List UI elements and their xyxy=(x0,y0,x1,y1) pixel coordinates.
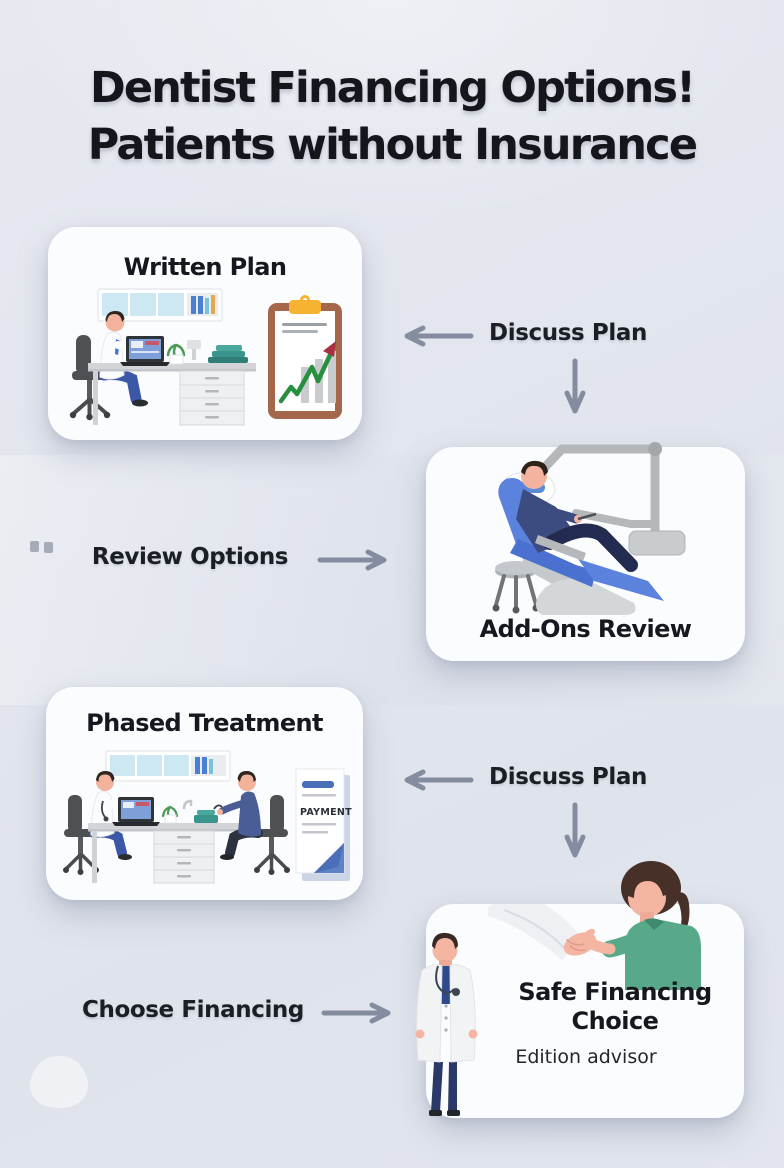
card-add-ons-review-title: Add-Ons Review xyxy=(479,615,692,643)
arrow-right-icon xyxy=(314,549,394,571)
payment-document-icon: PAYMENT xyxy=(295,768,352,881)
arrow-down-icon xyxy=(562,801,588,863)
wall-cabinet-icon xyxy=(97,288,223,322)
dentist-at-desk-illustration xyxy=(69,288,342,426)
card-safe-financing-choice: Safe Financing Choice Edition advisor xyxy=(415,861,744,1118)
desk-plant-icon xyxy=(161,799,218,824)
handshake-icon xyxy=(487,904,651,960)
arrow-down-icon xyxy=(562,357,588,419)
card-written-plan: Written Plan xyxy=(48,227,362,440)
card-phased-treatment: Phased Treatment xyxy=(46,687,363,900)
laptop-icon xyxy=(120,336,170,366)
patient-figure-icon xyxy=(516,460,638,572)
card-safe-financing-subtitle: Edition advisor xyxy=(515,1046,657,1068)
arrow-left-icon xyxy=(397,769,477,791)
page-title-line1: Dentist Financing Options! xyxy=(89,63,696,113)
teal-books-icon xyxy=(208,345,248,363)
desk-icon xyxy=(88,363,256,426)
payment-document-label: PAYMENT xyxy=(300,807,352,818)
arrow-right-icon xyxy=(318,1002,398,1024)
card-safe-financing-title: Safe Financing Choice xyxy=(518,978,712,1036)
dental-chair-illustration xyxy=(492,442,686,615)
handshake-doctor-illustration xyxy=(415,861,701,1116)
desk-icon xyxy=(88,823,246,884)
flow-label-choose-financing: Choose Financing xyxy=(82,997,304,1023)
desk-plant-icon xyxy=(166,343,186,365)
flow-label-discuss-plan-1: Discuss Plan xyxy=(489,320,647,346)
card-phased-treatment-title: Phased Treatment xyxy=(86,709,323,737)
patient-woman-icon xyxy=(621,861,701,990)
consultation-illustration: PAYMENT xyxy=(63,750,352,884)
page-title-line2: Patients without Insurance xyxy=(87,119,698,170)
faint-tooth-watermark xyxy=(30,1056,88,1108)
wall-cabinet-icon xyxy=(105,750,231,782)
flow-label-discuss-plan-2: Discuss Plan xyxy=(489,764,647,790)
patient-figure-icon xyxy=(213,771,290,875)
background-smudge xyxy=(30,541,39,552)
laptop-icon xyxy=(112,797,160,826)
desk-monitor-icon xyxy=(187,340,201,360)
clipboard-chart-icon xyxy=(268,295,342,419)
card-add-ons-review: Add-Ons Review xyxy=(426,442,745,661)
card-written-plan-title: Written Plan xyxy=(123,253,287,281)
arrow-left-icon xyxy=(397,325,477,347)
doctor-figure-icon xyxy=(415,932,478,1116)
flow-label-review-options: Review Options xyxy=(91,544,289,570)
background-sheen-top xyxy=(0,0,784,230)
page-title: Dentist Financing Options! Patients with… xyxy=(0,60,784,174)
